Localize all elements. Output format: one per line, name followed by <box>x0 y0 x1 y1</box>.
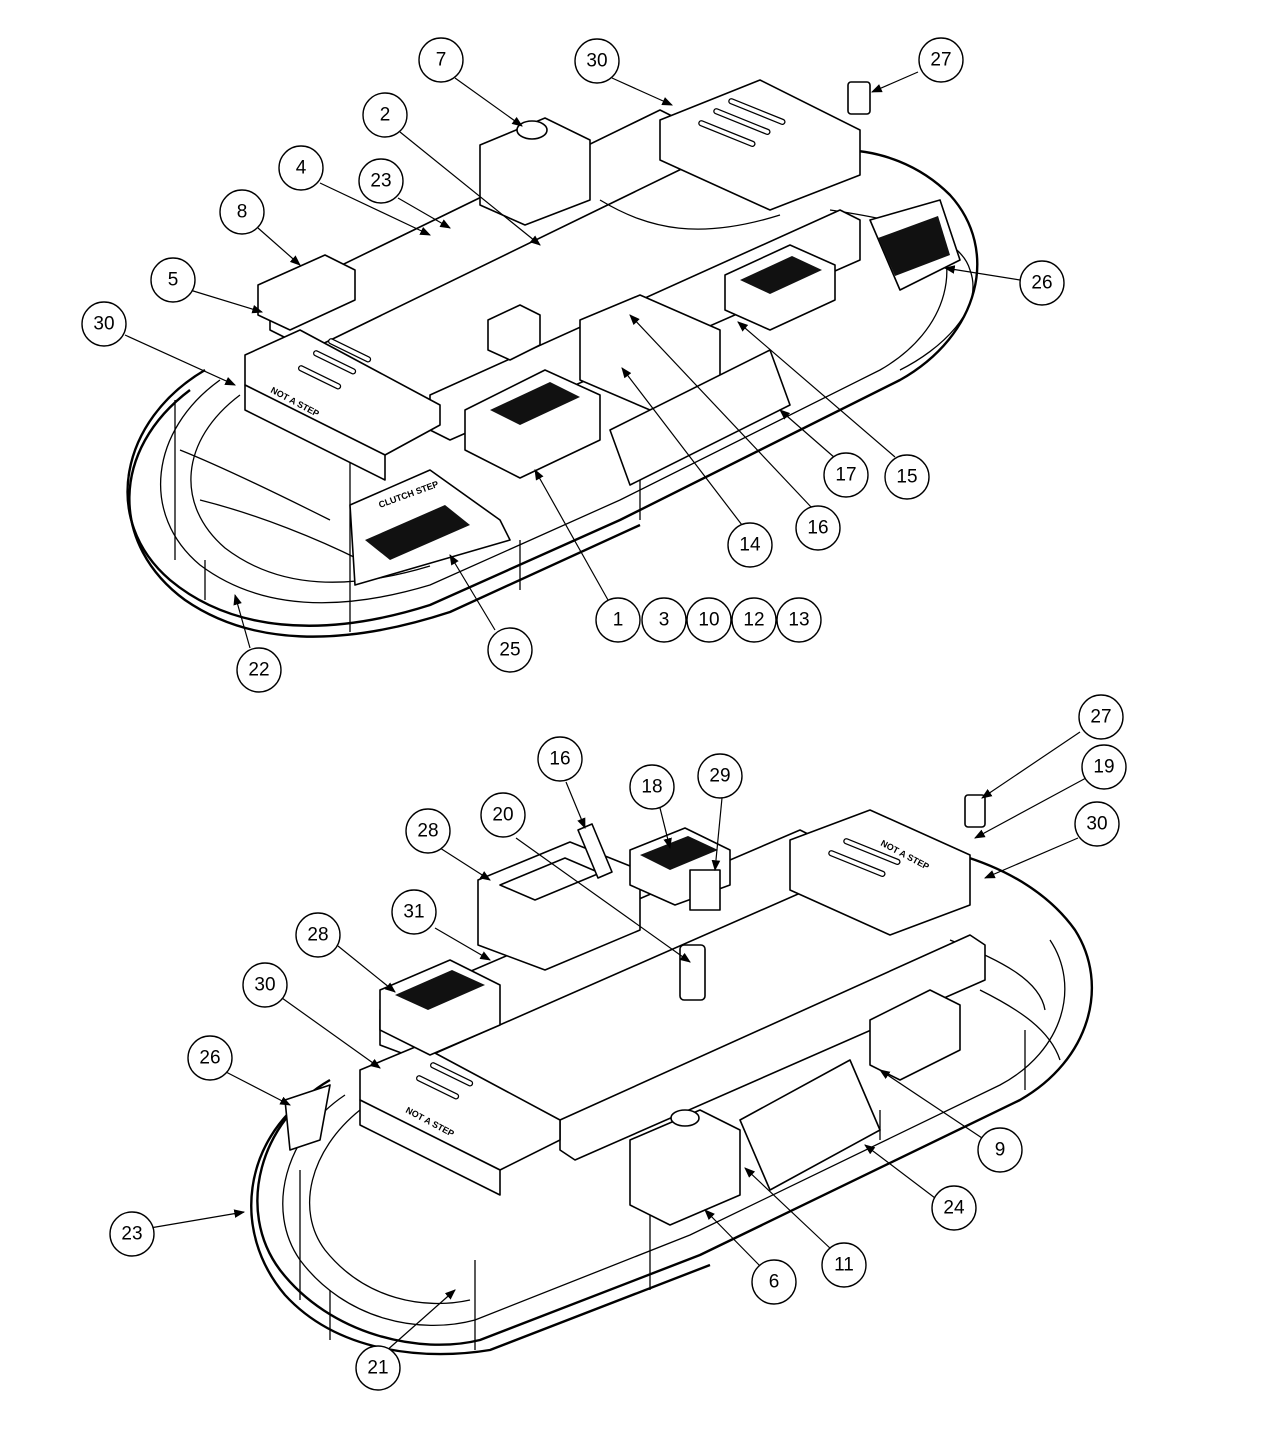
callout-bubble: 28 <box>405 808 451 854</box>
callout-bubble: 30 <box>81 301 127 347</box>
callout-bubble: 6 <box>751 1259 797 1305</box>
callout-number: 27 <box>930 50 951 71</box>
callout-number: 25 <box>499 640 520 661</box>
callout-bubble: 23 <box>109 1211 155 1257</box>
callout-bubble: 30 <box>1074 801 1120 847</box>
callout-number: 28 <box>417 821 438 842</box>
callout-number: 18 <box>641 777 662 798</box>
callout-bubble: 18 <box>629 764 675 810</box>
callout-bubble: 12 <box>731 597 777 643</box>
callout-number: 31 <box>403 902 424 923</box>
callout-bubble: 22 <box>236 647 282 693</box>
callout-number: 5 <box>168 270 179 291</box>
callout-bubble: 14 <box>727 522 773 568</box>
callout-bubble: 27 <box>1078 694 1124 740</box>
callout-number: 16 <box>807 518 828 539</box>
callout-number: 21 <box>367 1358 388 1379</box>
callout-bubble: 26 <box>187 1035 233 1081</box>
callout-number: 7 <box>436 50 447 71</box>
callout-bubble: 3 <box>641 597 687 643</box>
callout-number: 10 <box>698 610 719 631</box>
callout-number: 20 <box>492 805 513 826</box>
callout-number: 6 <box>769 1272 780 1293</box>
callout-number: 23 <box>121 1224 142 1245</box>
callout-bubble: 11 <box>821 1242 867 1288</box>
callout-number: 2 <box>380 105 391 126</box>
leader-lines <box>124 71 1087 1353</box>
callout-bubble: 31 <box>391 889 437 935</box>
callout-number: 13 <box>788 610 809 631</box>
lower-assembly-view: NOT A STEP NOT A STEP <box>250 794 1094 1356</box>
callout-bubble: 2 <box>362 92 408 138</box>
callout-bubble: 20 <box>480 792 526 838</box>
callout-number: 26 <box>199 1048 220 1069</box>
callout-bubble: 25 <box>487 627 533 673</box>
callout-bubble: 15 <box>884 454 930 500</box>
callout-bubble: 10 <box>686 597 732 643</box>
callout-number: 16 <box>549 749 570 770</box>
callout-bubble: 17 <box>823 452 869 498</box>
callout-number: 27 <box>1090 707 1111 728</box>
callout-bubble: 19 <box>1081 744 1127 790</box>
callout-number: 17 <box>835 465 856 486</box>
callout-number: 30 <box>586 51 607 72</box>
callout-number: 15 <box>896 467 917 488</box>
callout-number: 30 <box>254 975 275 996</box>
callout-bubble: 30 <box>574 38 620 84</box>
callout-number: 30 <box>93 314 114 335</box>
callout-bubble: 9 <box>977 1127 1023 1173</box>
callout-number: 30 <box>1086 814 1107 835</box>
callout-bubble: 16 <box>795 505 841 551</box>
callout-bubble: 24 <box>931 1185 977 1231</box>
callout-number: 28 <box>307 925 328 946</box>
callout-number: 19 <box>1093 757 1114 778</box>
callout-number: 1 <box>613 610 624 631</box>
callout-number: 14 <box>739 535 761 556</box>
upper-callouts: 7 30 27 2 4 23 8 5 30 26 17 15 14 16 1 3… <box>81 37 1065 693</box>
callout-bubble: 1 <box>595 597 641 643</box>
callout-bubble: 28 <box>295 912 341 958</box>
callout-bubble: 7 <box>418 37 464 83</box>
callout-number: 3 <box>659 610 670 631</box>
callout-bubble: 23 <box>358 158 404 204</box>
callout-number: 12 <box>743 610 764 631</box>
callout-bubble: 21 <box>355 1345 401 1391</box>
callout-bubble: 4 <box>278 145 324 191</box>
callout-bubble: 5 <box>150 257 196 303</box>
callout-number: 22 <box>248 660 269 681</box>
callout-bubble: 16 <box>537 736 583 782</box>
lower-callouts: 27 16 18 29 19 20 28 30 31 28 30 26 9 24… <box>109 694 1127 1391</box>
upper-assembly-view: NOT A STEP CLUTCH STEP <box>126 79 979 638</box>
callout-number: 26 <box>1031 273 1052 294</box>
callout-number: 11 <box>834 1255 854 1276</box>
callout-number: 8 <box>237 202 248 223</box>
callout-bubble: 13 <box>776 597 822 643</box>
callout-bubble: 27 <box>918 37 964 83</box>
callout-number: 4 <box>296 158 307 179</box>
callout-bubble: 26 <box>1019 260 1065 306</box>
callout-number: 9 <box>995 1140 1006 1161</box>
callout-bubble: 30 <box>242 962 288 1008</box>
callout-number: 29 <box>709 766 730 787</box>
callout-bubble: 29 <box>697 753 743 799</box>
callout-number: 23 <box>370 171 391 192</box>
callout-bubble: 8 <box>219 189 265 235</box>
callout-number: 24 <box>943 1198 965 1219</box>
